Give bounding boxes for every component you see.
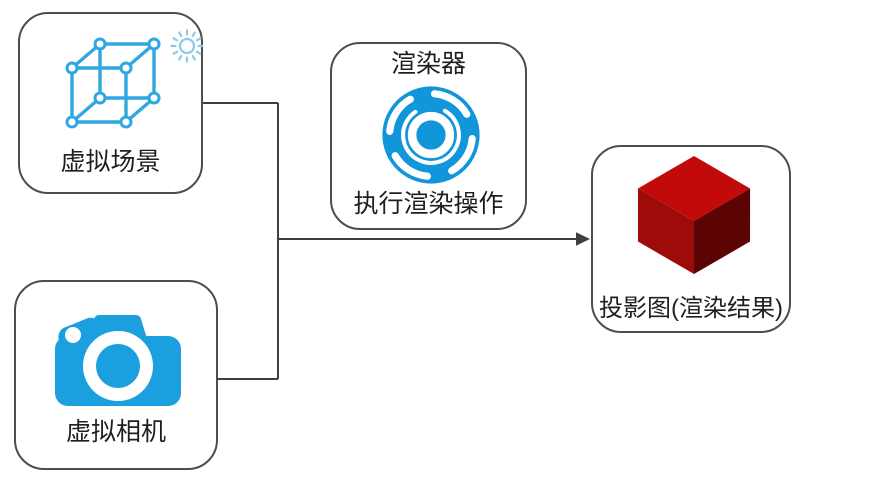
node-label: 执行渲染操作: [353, 189, 504, 218]
node-renderer: 渲染器 执行渲染操作: [330, 42, 527, 230]
node-label: 投影图(渲染结果): [599, 294, 783, 322]
node-virtual-scene: 虚拟场景: [18, 12, 204, 194]
camera-icon: [55, 315, 181, 406]
wireframe-cube-icon: [65, 37, 161, 129]
red-cube-icon: [637, 156, 751, 274]
arrowhead: [576, 232, 590, 246]
node-render-result: 投影图(渲染结果): [591, 145, 791, 333]
node-label: 虚拟相机: [65, 417, 166, 446]
node-virtual-camera: 虚拟相机: [14, 280, 218, 470]
sun-icon: [170, 29, 204, 63]
node-label: 虚拟场景: [60, 147, 161, 176]
render-swirl-icon: [382, 86, 480, 184]
node-title: 渲染器: [390, 50, 466, 78]
